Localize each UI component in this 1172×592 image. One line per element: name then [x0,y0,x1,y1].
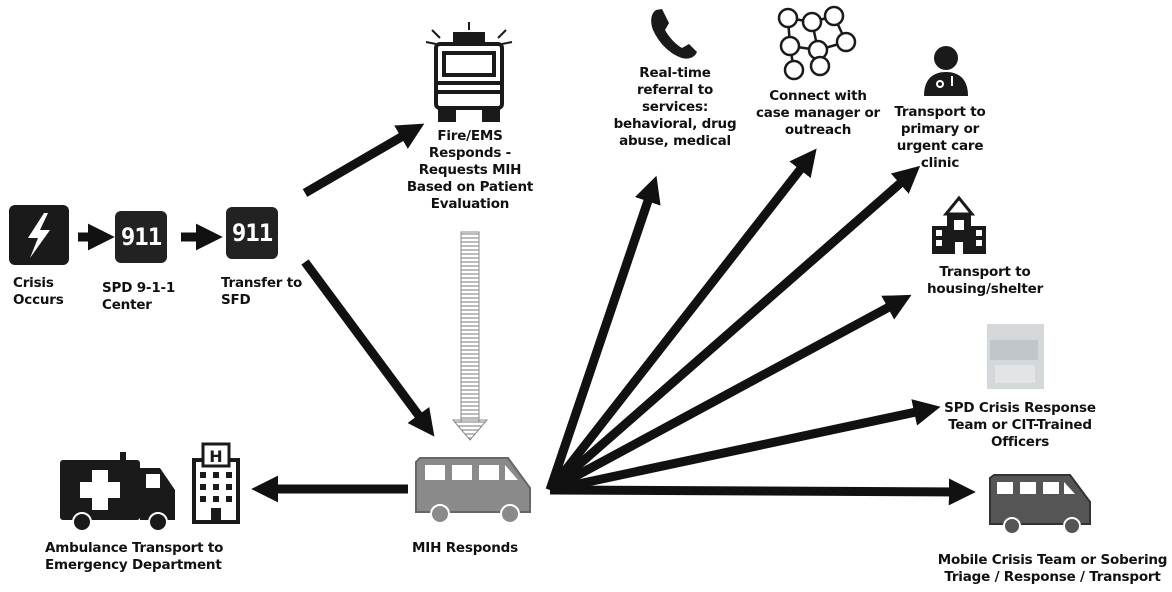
van-icon [415,457,531,524]
arrow-transfer-to-fire [302,123,425,197]
lightning-icon [9,205,69,265]
label-mih-responds: MIH Responds [412,540,518,556]
hospital-icon: H [192,442,240,524]
arrow-to-case-manager [546,148,817,493]
arrow-to-mobile [549,478,976,506]
fire-truck-icon [425,22,513,122]
spd-911-icon: 911 [115,211,167,263]
phone-icon [651,9,697,59]
sfd-911-icon: 911 [226,207,278,259]
building-icon [932,195,986,254]
svg-text:H: H [209,447,222,466]
doctor-icon [924,46,968,96]
arrow-to-crisis-team [549,399,941,495]
mobile-van-icon [989,474,1091,535]
ambulance-icon [60,452,175,532]
arrow-to-referral [545,175,661,492]
flow-arrows [78,123,976,506]
arrow-fire-to-mih [451,231,489,441]
network-icon [777,5,857,81]
crisis-team-photo [987,324,1044,389]
arrow-to-primary-care [547,165,921,494]
arrow-transfer-to-mih [301,259,435,437]
arrow-to-housing [547,294,912,494]
